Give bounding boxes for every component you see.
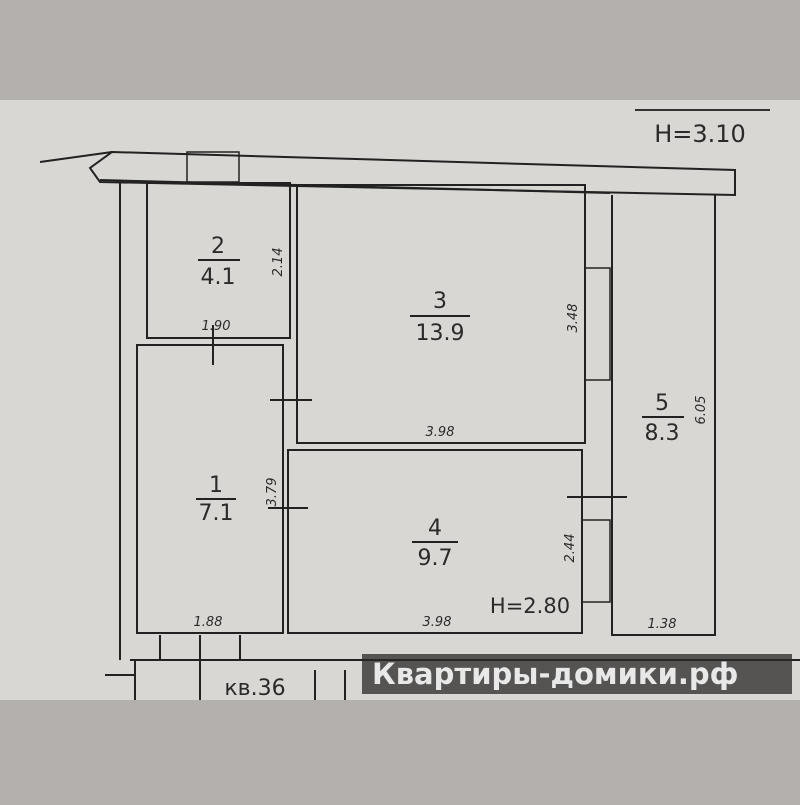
- dimensions: 2.14 1.90 3.48 3.98 3.79 1.88 2.44 3.98 …: [194, 248, 709, 632]
- paper: [0, 100, 800, 700]
- room-2-label: 2 4.1: [198, 234, 240, 290]
- svg-text:13.9: 13.9: [416, 321, 465, 346]
- svg-text:9.7: 9.7: [418, 546, 453, 571]
- window: [584, 267, 611, 381]
- room-4-label: 4 9.7: [412, 516, 458, 571]
- svg-text:6.05: 6.05: [694, 396, 709, 425]
- ceiling-height-label: H=3.10: [654, 120, 746, 148]
- room-1-label: 1 7.1: [196, 473, 236, 526]
- svg-text:3.98: 3.98: [426, 425, 455, 440]
- svg-text:1.90: 1.90: [202, 319, 231, 334]
- svg-text:4.1: 4.1: [201, 265, 236, 290]
- room-3-label: 3 13.9: [410, 289, 470, 346]
- svg-text:1.38: 1.38: [648, 617, 677, 632]
- watermark: Квартиры-домики.рф: [362, 654, 792, 694]
- svg-text:3.98: 3.98: [423, 615, 452, 630]
- svg-text:4: 4: [428, 516, 442, 541]
- svg-text:5: 5: [655, 391, 669, 416]
- apartment-number: кв.36: [224, 676, 285, 701]
- svg-text:2.44: 2.44: [563, 534, 578, 563]
- walls: [39, 150, 800, 700]
- svg-text:1: 1: [209, 473, 223, 498]
- svg-text:3.79: 3.79: [265, 478, 280, 507]
- svg-text:3.48: 3.48: [566, 304, 581, 333]
- svg-text:1.88: 1.88: [194, 615, 223, 630]
- svg-text:8.3: 8.3: [645, 421, 680, 446]
- svg-text:3: 3: [433, 289, 447, 314]
- room-5-label: 5 8.3: [642, 391, 684, 446]
- room-2-outline: [146, 182, 291, 339]
- svg-text:7.1: 7.1: [199, 501, 234, 526]
- room-1-outline: [136, 344, 284, 634]
- svg-text:2.14: 2.14: [271, 248, 286, 277]
- room-4-ceiling-height: H=2.80: [490, 594, 570, 618]
- window: [581, 519, 611, 603]
- svg-text:2: 2: [211, 234, 225, 259]
